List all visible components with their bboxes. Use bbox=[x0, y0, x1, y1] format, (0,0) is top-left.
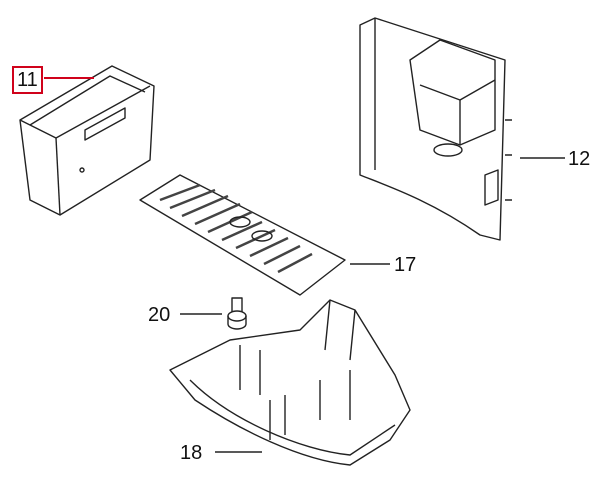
part-label-11: 11 bbox=[12, 66, 43, 94]
drip-grid-drawing bbox=[139, 174, 346, 296]
water-tank-drawing bbox=[19, 65, 155, 216]
part-label-20: 20 bbox=[148, 304, 171, 326]
dispenser-unit-drawing bbox=[359, 17, 512, 241]
part-label-18: 18 bbox=[180, 442, 203, 464]
part-label-12: 12 bbox=[568, 148, 591, 170]
part-label-17: 17 bbox=[394, 254, 417, 276]
drip-tray-drawing bbox=[169, 299, 411, 466]
float-pin-drawing bbox=[227, 297, 247, 330]
